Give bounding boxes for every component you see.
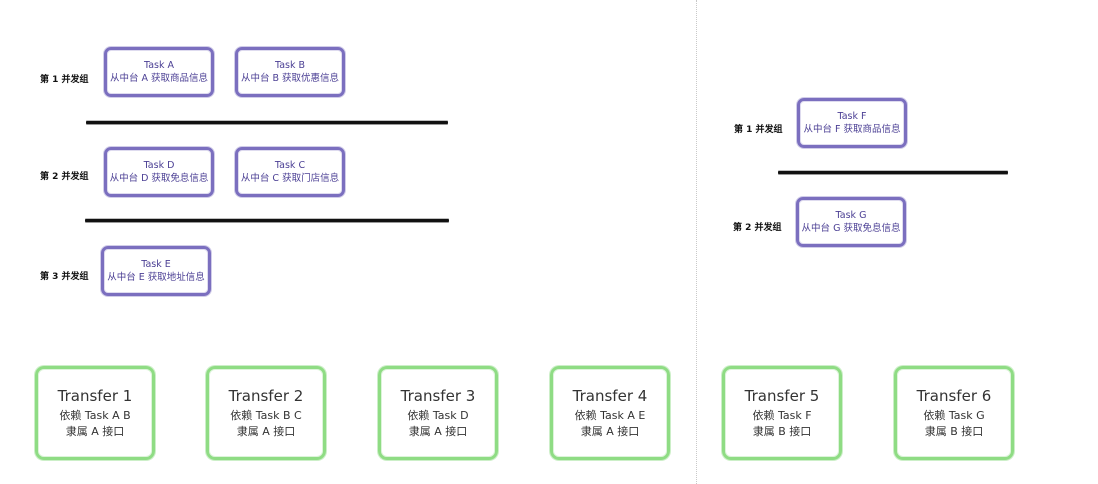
panel-separator <box>696 0 697 484</box>
task-name: Task D <box>143 160 175 171</box>
transfer-belongs: 隶属 A 接口 <box>65 425 125 438</box>
transfer-belongs: 隶属 B 接口 <box>752 425 812 438</box>
task-name: Task C <box>274 160 306 171</box>
transfer-title: Transfer 3 <box>400 387 476 405</box>
transfer-title: Transfer 4 <box>572 387 648 405</box>
task-desc: 从中台 E 获取地址信息 <box>107 272 205 283</box>
left-group-label-1: 第 1 并发组 <box>40 75 89 85</box>
transfer-title: Transfer 1 <box>57 387 133 405</box>
transfer-title: Transfer 6 <box>916 387 992 405</box>
left-divider-2 <box>85 219 449 222</box>
transfer-2-node: Transfer 2 依赖 Task B C 隶属 A 接口 <box>206 366 326 460</box>
transfer-depends: 依赖 Task A B <box>59 409 131 422</box>
right-divider-1 <box>778 171 1008 174</box>
task-c-node: Task C 从中台 C 获取门店信息 <box>235 147 345 197</box>
transfer-depends: 依赖 Task F <box>752 409 812 422</box>
task-e-node: Task E 从中台 E 获取地址信息 <box>101 246 211 296</box>
transfer-belongs: 隶属 A 接口 <box>580 425 640 438</box>
right-group-label-2: 第 2 并发组 <box>733 223 782 233</box>
transfer-belongs: 隶属 A 接口 <box>408 425 468 438</box>
left-group-label-2: 第 2 并发组 <box>40 172 89 182</box>
task-desc: 从中台 G 获取免息信息 <box>801 223 901 234</box>
left-divider-1 <box>86 121 448 124</box>
task-desc: 从中台 A 获取商品信息 <box>109 73 209 84</box>
transfer-4-node: Transfer 4 依赖 Task A E 隶属 A 接口 <box>550 366 670 460</box>
task-desc: 从中台 F 获取商品信息 <box>803 124 901 135</box>
transfer-belongs: 隶属 A 接口 <box>236 425 296 438</box>
task-name: Task F <box>837 111 867 122</box>
transfer-title: Transfer 2 <box>228 387 304 405</box>
left-group-label-3: 第 3 并发组 <box>40 272 89 282</box>
transfer-6-node: Transfer 6 依赖 Task G 隶属 B 接口 <box>894 366 1014 460</box>
transfer-3-node: Transfer 3 依赖 Task D 隶属 A 接口 <box>378 366 498 460</box>
transfer-depends: 依赖 Task B C <box>230 409 302 422</box>
transfer-5-node: Transfer 5 依赖 Task F 隶属 B 接口 <box>722 366 842 460</box>
transfer-depends: 依赖 Task D <box>407 409 469 422</box>
transfer-1-node: Transfer 1 依赖 Task A B 隶属 A 接口 <box>35 366 155 460</box>
task-f-node: Task F 从中台 F 获取商品信息 <box>797 98 907 148</box>
transfer-belongs: 隶属 B 接口 <box>924 425 984 438</box>
right-group-label-1: 第 1 并发组 <box>734 125 783 135</box>
task-desc: 从中台 C 获取门店信息 <box>240 173 340 184</box>
task-a-node: Task A 从中台 A 获取商品信息 <box>104 47 214 97</box>
task-g-node: Task G 从中台 G 获取免息信息 <box>796 197 906 247</box>
task-name: Task G <box>835 210 867 221</box>
task-name: Task A <box>143 60 175 71</box>
task-name: Task E <box>141 259 171 270</box>
task-b-node: Task B 从中台 B 获取优惠信息 <box>235 47 345 97</box>
task-desc: 从中台 D 获取免息信息 <box>109 173 209 184</box>
task-d-node: Task D 从中台 D 获取免息信息 <box>104 147 214 197</box>
transfer-title: Transfer 5 <box>744 387 820 405</box>
transfer-depends: 依赖 Task A E <box>574 409 646 422</box>
task-name: Task B <box>274 60 306 71</box>
transfer-depends: 依赖 Task G <box>923 409 985 422</box>
task-desc: 从中台 B 获取优惠信息 <box>240 73 340 84</box>
